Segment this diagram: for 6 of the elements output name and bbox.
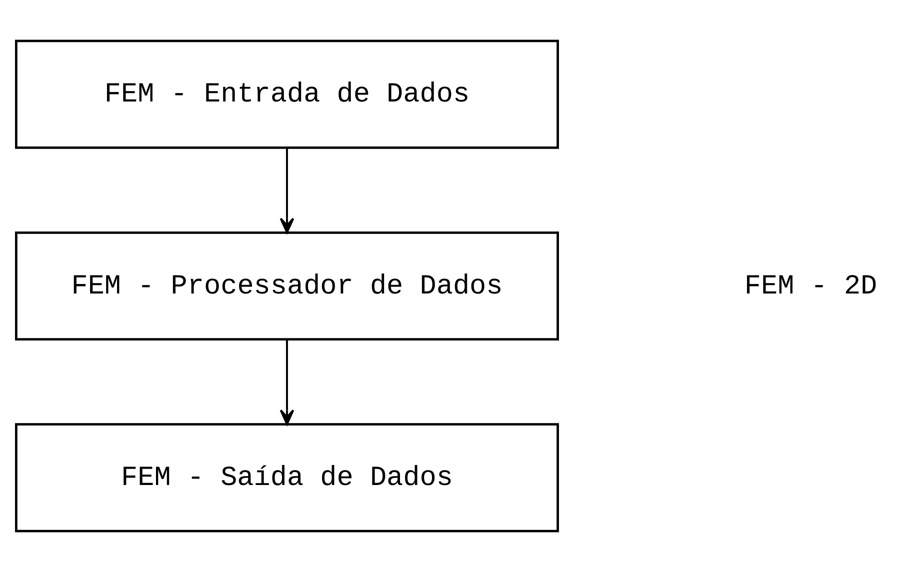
- label: FEM - 2D: [744, 271, 878, 302]
- arrow: [280, 148, 294, 234]
- node-box: FEM - Processador de Dados: [15, 231, 559, 341]
- node-box: FEM - Saída de Dados: [15, 423, 559, 532]
- node-box: FEM - Entrada de Dados: [15, 40, 559, 149]
- arrow: [280, 340, 294, 426]
